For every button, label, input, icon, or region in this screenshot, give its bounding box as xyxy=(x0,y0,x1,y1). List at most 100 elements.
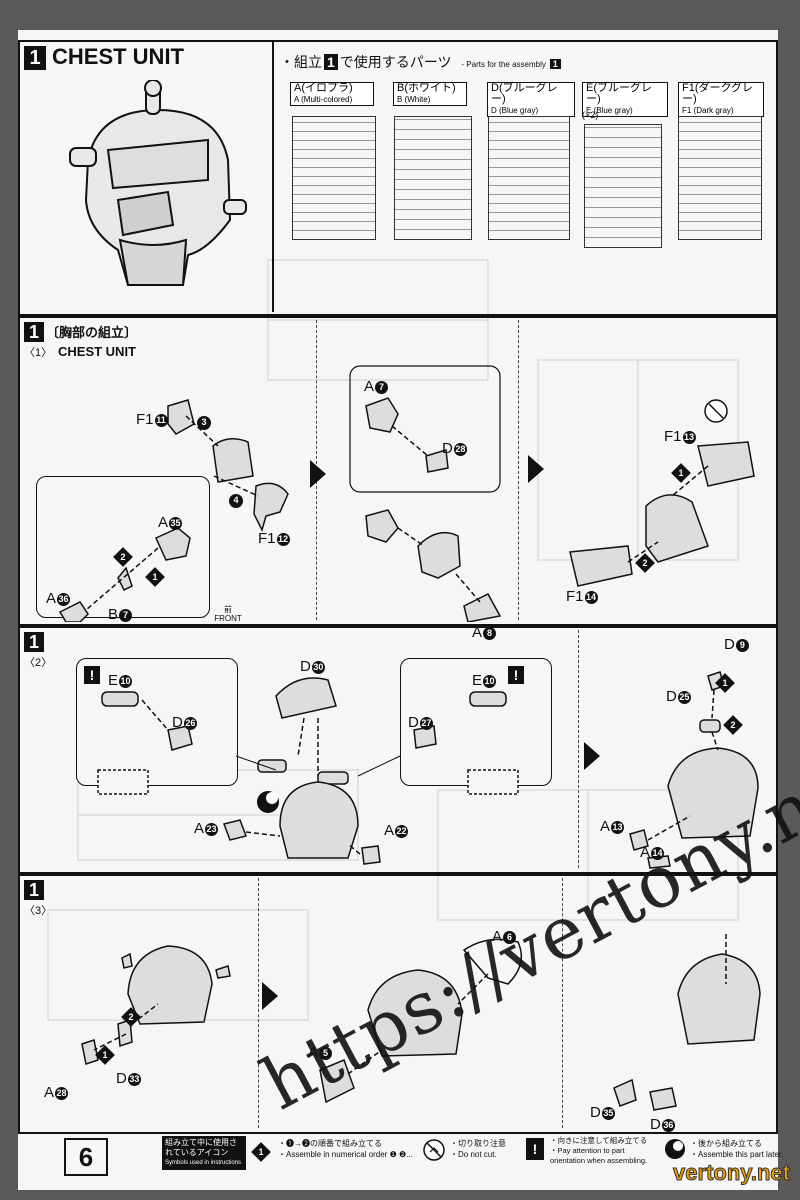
parts-heading-jp: ・組立 xyxy=(280,54,322,70)
legend-item-1-jp: ・❶→❷の順番で組み立てる xyxy=(278,1139,382,1148)
sprue-label-d: D(ブルーグレー) D (Blue gray) xyxy=(487,82,575,117)
step-panel-1 xyxy=(18,316,778,626)
step-marker: 1 xyxy=(671,463,691,483)
legend-item-3: ・向きに注意して組み立てる ・Pay attention to part ori… xyxy=(550,1136,660,1166)
detail-box-left xyxy=(76,658,238,786)
step3-diagram xyxy=(81,934,761,1111)
sprue-label-b: B(ホワイト) B (White) xyxy=(393,82,467,106)
front-indicator-jp: 前 xyxy=(224,605,232,614)
chest-unit-illustration xyxy=(69,80,247,286)
brand-watermark: vertony.net xyxy=(673,1160,791,1186)
sprue-b-grid xyxy=(394,116,472,240)
legend-item-2-en: ・Do not cut. xyxy=(450,1150,497,1159)
header-divider xyxy=(272,42,274,312)
legend-item-4-en: ・Assemble this part later. xyxy=(690,1150,784,1159)
orientation-warning-icon: ! xyxy=(508,666,524,684)
step-number-3: 1 xyxy=(24,880,44,900)
sprue-label-f1: F1(ダークグレー) F1 (Dark gray) xyxy=(678,82,764,117)
step1-title-en: CHEST UNIT xyxy=(58,344,136,359)
sprue-f1-grid xyxy=(678,116,762,240)
step-marker: 3 xyxy=(196,414,211,431)
parts-heading-jp-post: で使用するパーツ xyxy=(339,54,452,70)
step3-divider-b xyxy=(562,878,563,1128)
legend-item-1-en: ・Assemble in numerical order ❶ ❷... xyxy=(278,1150,413,1159)
parts-heading-num: 1 xyxy=(324,54,338,70)
header-panel xyxy=(18,40,778,316)
next-step-arrow xyxy=(310,460,326,488)
assemble-later-icon xyxy=(665,1139,685,1159)
legend-item-3-jp: ・向きに注意して組み立てる xyxy=(550,1136,648,1145)
parts-heading-en-num: 1 xyxy=(549,59,561,69)
step-panel-2 xyxy=(18,626,778,874)
sprue-label-a: A(イロプラ) A (Multi-colored) xyxy=(290,82,374,106)
legend-item-3-en: ・Pay attention to part orientation when … xyxy=(550,1146,648,1165)
step-marker: 4 xyxy=(228,492,243,509)
legend-title: 組み立て中に使用されているアイコン Symbols used in instru… xyxy=(162,1136,246,1170)
legend-item-4: ・後から組み立てる ・Assemble this part later. xyxy=(690,1138,783,1160)
next-step-arrow xyxy=(584,742,600,770)
legend-title-jp: 組み立て中に使用されているアイコン xyxy=(165,1138,237,1157)
step1-sub: 〈1〉 xyxy=(24,347,53,359)
step-marker: 2 xyxy=(121,1007,141,1027)
step1-divider-b xyxy=(518,320,519,620)
step2-sub: 〈2〉 xyxy=(24,657,53,669)
legend-item-2: ・切り取り注意 ・Do not cut. xyxy=(450,1138,506,1160)
parts-heading-en: - Parts for the assembly xyxy=(461,60,546,69)
legend-title-en: Symbols used in instructions xyxy=(165,1160,242,1166)
legend-item-2-jp: ・切り取り注意 xyxy=(450,1139,506,1148)
sprue-label-e-en: E (Blue gray) xyxy=(586,106,633,115)
step-number-2: 1 xyxy=(24,632,44,652)
sprue-label-e-jp: E(ブルーグレー) xyxy=(586,82,652,105)
sprue-label-b-jp: B(ホワイト) xyxy=(397,82,456,94)
next-step-arrow xyxy=(528,455,544,483)
orientation-icon: ! xyxy=(526,1138,544,1160)
sprue-label-e: E(ブルーグレー) E (Blue gray) xyxy=(582,82,668,117)
section-title: CHEST UNIT xyxy=(52,44,184,69)
step-number-1: 1 xyxy=(24,322,44,342)
step-marker: 1 xyxy=(95,1045,115,1065)
step3-sub: 〈3〉 xyxy=(24,905,53,917)
step1-title-jp: 〔胸部の組立〕 xyxy=(46,325,138,340)
step-marker: 2 xyxy=(723,715,743,735)
sprue-d-grid xyxy=(488,116,570,240)
step-marker: 1 xyxy=(145,567,165,587)
step1-diagram xyxy=(58,365,755,622)
sprue-label-d-en: D (Blue gray) xyxy=(491,106,539,115)
sprue-label-f1-jp: F1(ダークグレー) xyxy=(682,82,754,105)
step-marker: 2 xyxy=(635,553,655,573)
front-indicator: 前 FRONT xyxy=(214,605,242,623)
sprue-label-a-jp: A(イロプラ) xyxy=(294,82,353,94)
step-marker: 2 xyxy=(113,547,133,567)
sprue-label-d-jp: D(ブルーグレー) xyxy=(491,82,558,105)
sprue-a-grid xyxy=(292,116,376,240)
page-number: 6 xyxy=(64,1138,108,1176)
sprue-e-grid xyxy=(584,124,662,248)
next-step-arrow xyxy=(262,982,278,1010)
